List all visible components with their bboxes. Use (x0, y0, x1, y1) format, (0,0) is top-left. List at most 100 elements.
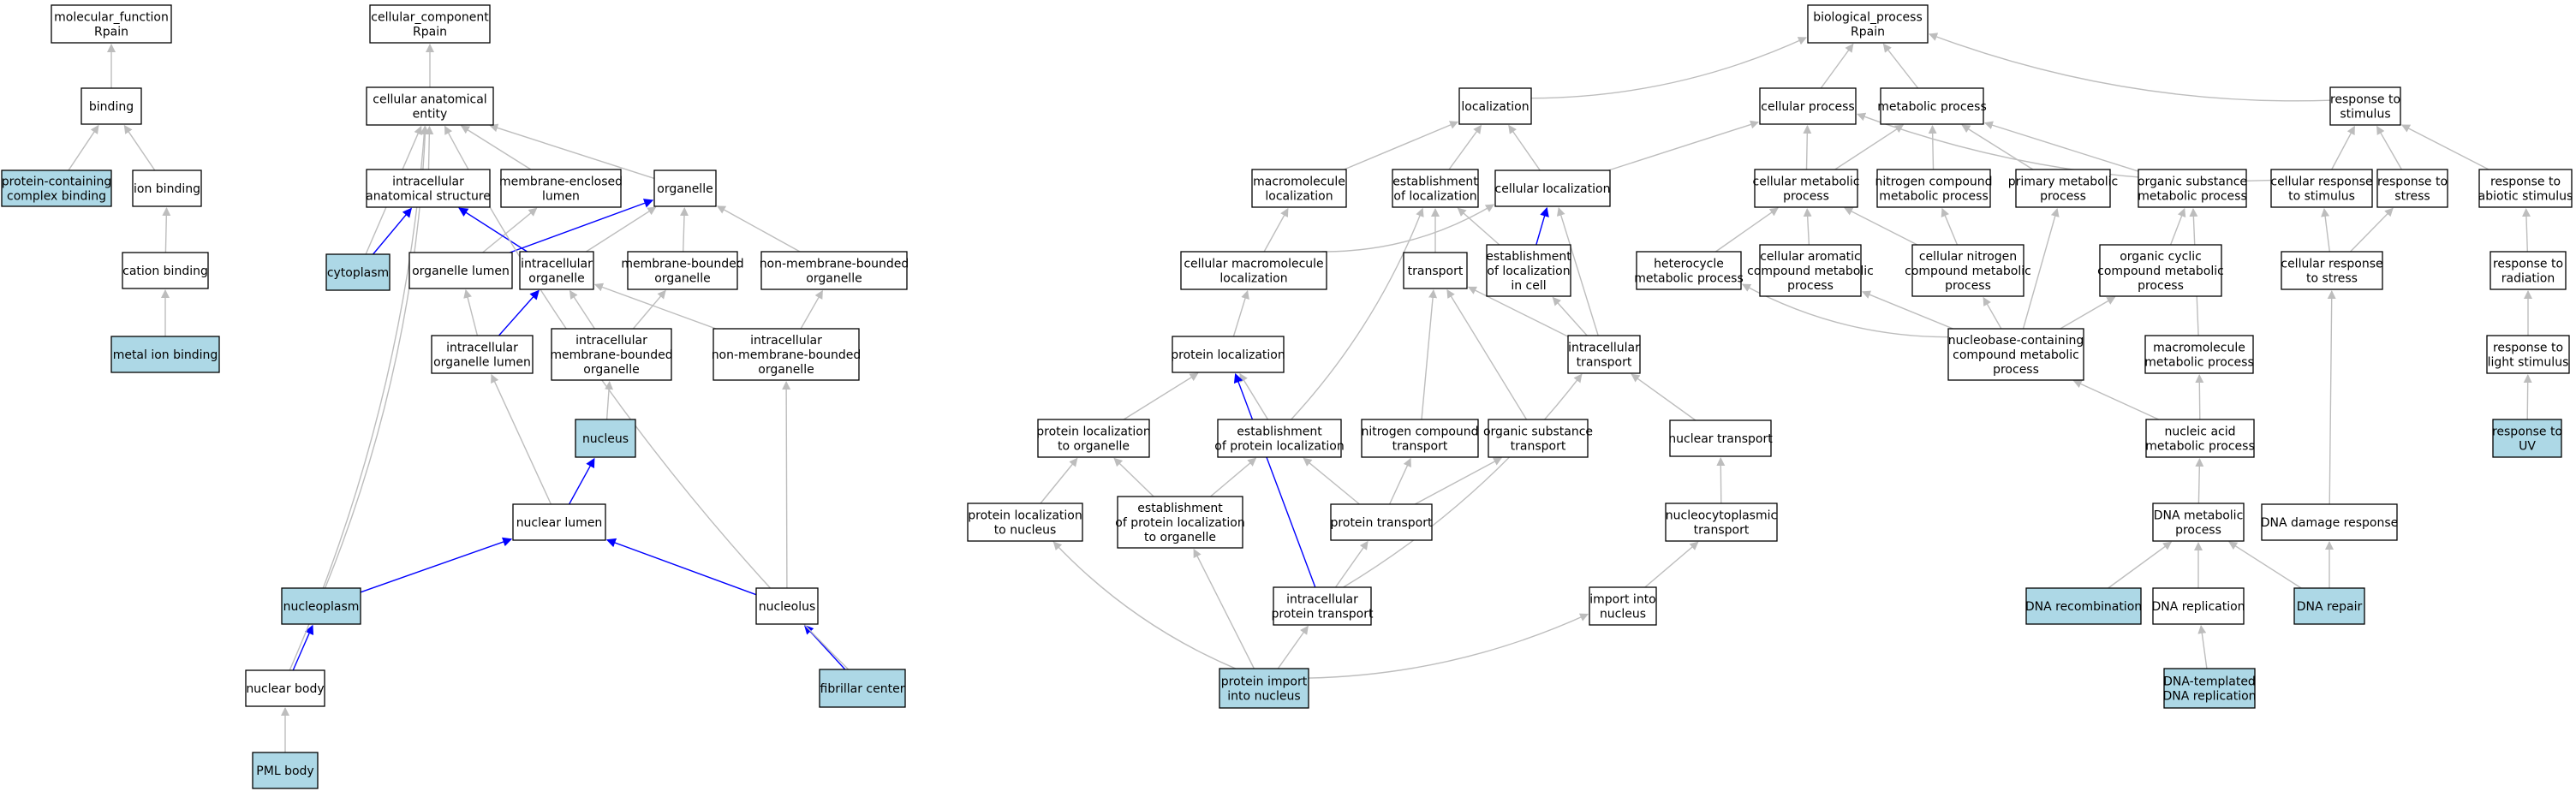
node-label-eplto-2: to organelle (1144, 531, 1216, 544)
edge-cationb-to-ionb (162, 207, 171, 253)
node-box-pccb (1, 170, 112, 207)
node-label-occmp-0: organic cyclic (2120, 250, 2202, 264)
node-nuctrans[interactable]: nuclear transport (1668, 419, 1773, 457)
node-cellloc[interactable]: cellular localization (1494, 170, 1611, 207)
node-dnarec[interactable]: DNA recombination (2025, 587, 2142, 625)
node-box-inmbo (713, 328, 860, 381)
node-label-dnamp-1: process (2175, 524, 2221, 538)
node-nucleolus[interactable]: nucleolus (755, 587, 819, 625)
node-label-nuctrans-0: nuclear transport (1668, 432, 1773, 446)
node-label-cncmp-2: process (1945, 279, 1991, 293)
node-label-metab-0: metabolic process (1877, 100, 1987, 114)
edge-cellproc-to-bp (1820, 43, 1854, 89)
node-dnarep[interactable]: DNA replication (2151, 587, 2245, 625)
node-cytoplasm[interactable]: cytoplasm (325, 253, 391, 291)
node-box-ncmp (1876, 169, 1991, 208)
node-nuclumen[interactable]: nuclear lumen (512, 503, 606, 541)
node-prottrans[interactable]: protein transport (1330, 503, 1433, 541)
node-label-transport-0: transport (1408, 265, 1464, 278)
node-metab[interactable]: metabolic process (1877, 87, 1987, 125)
node-label-ncytrans-1: transport (1694, 524, 1750, 538)
node-transport[interactable]: transport (1403, 252, 1468, 289)
node-fibc[interactable]: fibrillar center (819, 669, 906, 708)
node-nucbody[interactable]: nuclear body (245, 669, 325, 707)
edge-pltn-to-plto (1040, 457, 1078, 504)
edge-dtdr-to-dnarep (2197, 625, 2208, 669)
node-organelle[interactable]: organelle (653, 170, 717, 207)
node-label-nucleus-0: nucleus (582, 432, 629, 446)
node-binding[interactable]: binding (80, 87, 142, 125)
edge-pccb-to-binding (68, 124, 99, 171)
node-nucleus[interactable]: nucleus (575, 419, 636, 458)
node-box-protloc (1172, 336, 1285, 373)
node-inmbo[interactable]: intracellularnon-membrane-boundedorganel… (712, 328, 862, 381)
edge-macroloc-to-loc (1344, 121, 1459, 170)
node-dnadr[interactable]: DNA damage response (2261, 503, 2399, 541)
node-label-prottrans-0: protein transport (1331, 516, 1433, 530)
node-loc[interactable]: localization (1458, 87, 1532, 125)
node-label-mf-0: molecular_function (54, 11, 169, 25)
node-orglumen[interactable]: organelle lumen (408, 252, 513, 289)
node-ionb[interactable]: ion binding (132, 170, 202, 207)
node-metalb[interactable]: metal ion binding (110, 336, 220, 373)
edge-imbo-to-mbo (632, 289, 666, 330)
node-box-nuclumen (512, 503, 606, 541)
node-pml[interactable]: PML body (252, 752, 319, 789)
node-dnarepair[interactable]: DNA repair (2293, 587, 2365, 625)
node-protloc[interactable]: protein localization (1171, 336, 1285, 373)
node-cationb[interactable]: cation binding (122, 252, 209, 289)
node-box-nucleoplasm (281, 587, 361, 625)
edge-ncytrans-to-nuctrans (1716, 457, 1726, 504)
node-nucleoplasm[interactable]: nucleoplasm (281, 587, 361, 625)
node-cellproc[interactable]: cellular process (1759, 87, 1857, 125)
